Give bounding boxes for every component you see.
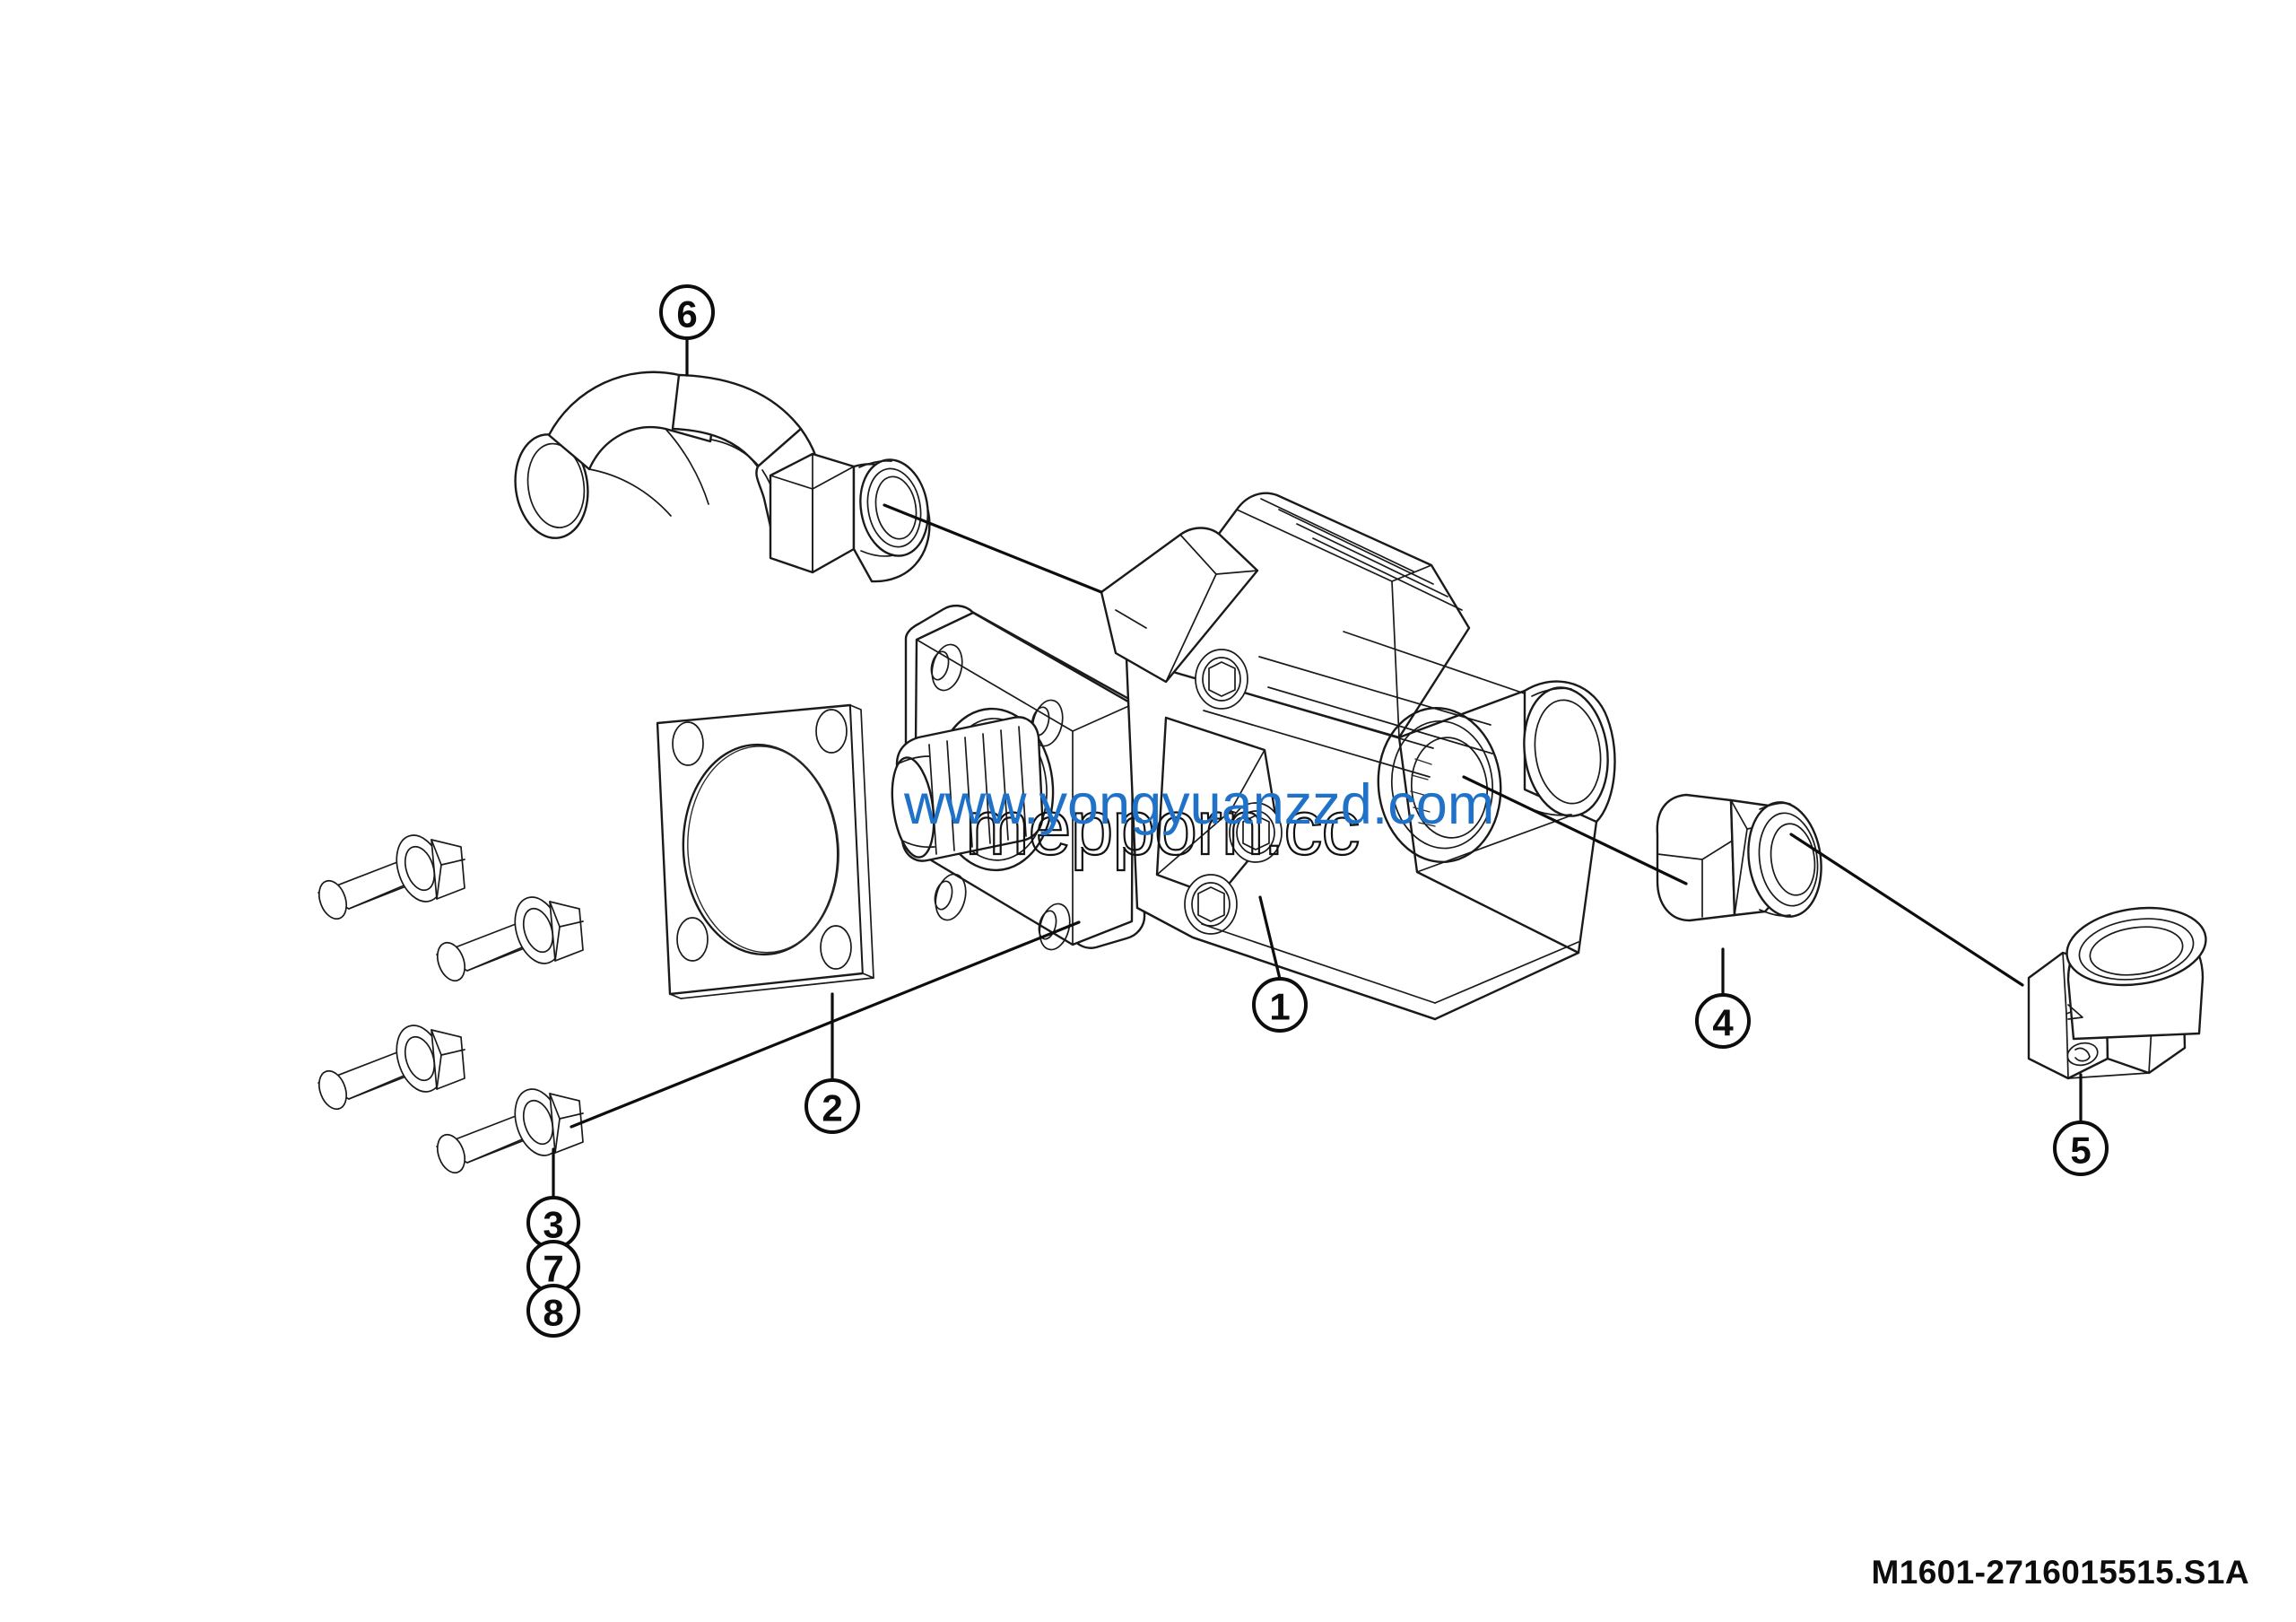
- callout-balloon-6[interactable]: 6: [659, 284, 715, 377]
- callout-7-label: 7: [543, 1248, 563, 1290]
- leader-lines: [570, 503, 2024, 1129]
- flange-bolt-2: [436, 896, 584, 982]
- watermark-blue-text: www.yongyuanzzd.com: [903, 773, 1494, 836]
- flange-bolt-1: [317, 834, 465, 920]
- callout-6-circle: [659, 284, 715, 340]
- callout-balloons: 6 1 2 3 7 8: [526, 284, 2109, 1338]
- callout-balloon-2[interactable]: 2: [804, 992, 860, 1134]
- leader-elbow-to-pump: [883, 503, 1103, 594]
- callout-balloon-5[interactable]: 5: [2053, 1073, 2109, 1176]
- part-flange-bolt-group: [317, 834, 584, 1174]
- callout-balloon-7[interactable]: 7: [526, 1240, 580, 1294]
- callout-1-circle: [1252, 977, 1308, 1033]
- leader-union-to-swivel: [1789, 833, 2024, 987]
- watermark-group: mepporn.cc www.yongyuanzzd.com: [903, 773, 1494, 872]
- callout-balloon-1[interactable]: 1: [1252, 895, 1308, 1033]
- callout-6-label: 6: [676, 293, 697, 336]
- part-elbow-fitting: [514, 371, 931, 583]
- leader-gasket-to-bolt: [570, 920, 1081, 1129]
- flange-bolt-4: [436, 1088, 584, 1174]
- callout-4-circle: [1695, 993, 1751, 1049]
- callout-2-label: 2: [822, 1087, 842, 1129]
- flange-bolt-3: [317, 1025, 465, 1111]
- callout-5-label: 5: [2070, 1129, 2091, 1172]
- callout-2-circle: [804, 1078, 860, 1134]
- callout-balloon-4[interactable]: 4: [1695, 947, 1751, 1049]
- callout-3-label: 3: [543, 1204, 563, 1246]
- watermark-outline-text: mepporn.cc: [965, 785, 1359, 871]
- callout-4-label: 4: [1712, 1002, 1734, 1044]
- callout-8-circle: [526, 1284, 580, 1338]
- callout-5-circle: [2053, 1121, 2109, 1176]
- part-flange-gasket: [656, 703, 874, 999]
- callout-balloon-8[interactable]: 8: [526, 1284, 580, 1338]
- part-hex-union-adapter: [1656, 793, 1822, 922]
- part-hydraulic-pump-body: [891, 492, 1616, 1021]
- callout-1-label: 1: [1269, 986, 1290, 1028]
- leader-port-to-union: [1462, 775, 1688, 885]
- callout-1-leader: [1258, 895, 1282, 981]
- callout-8-label: 8: [543, 1292, 563, 1334]
- callout-balloon-3[interactable]: 3: [526, 1147, 580, 1250]
- part-hex-swivel-nut-fitting: [2027, 906, 2207, 1080]
- drawing-part-number: M1601-2716015515.S1A: [1871, 1554, 2249, 1591]
